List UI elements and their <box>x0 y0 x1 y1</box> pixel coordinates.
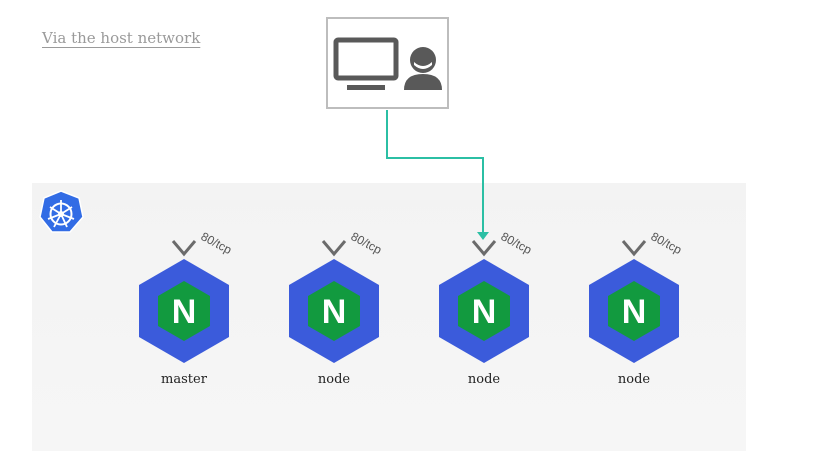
nginx-icon <box>308 281 360 341</box>
port-connector-icon <box>621 240 647 257</box>
port-label: 80/tcp <box>499 229 535 257</box>
port-label: 80/tcp <box>649 229 685 257</box>
nginx-letter-icon: N <box>172 293 197 331</box>
nginx-icon <box>458 281 510 341</box>
node-label: node <box>617 372 651 387</box>
node-2: N 80/tcp <box>289 229 384 363</box>
kubernetes-wheel-icon <box>39 190 84 233</box>
node-4: N 80/tcp <box>589 229 684 363</box>
user-icon <box>404 47 442 90</box>
node-label: master <box>161 372 207 387</box>
port-connector-icon <box>171 240 197 257</box>
nginx-letter-icon: N <box>322 293 347 331</box>
node-1: N 80/tcp <box>139 229 234 363</box>
port-connector-icon <box>471 240 497 257</box>
node-3: N 80/tcp <box>439 229 534 363</box>
diagram-title: Via the host network <box>42 29 201 47</box>
node-label: node <box>317 372 351 387</box>
monitor-icon <box>333 37 399 90</box>
port-label: 80/tcp <box>199 229 235 257</box>
connection-arrow <box>386 110 489 240</box>
node-label: node <box>467 372 501 387</box>
port-connector-icon <box>321 240 347 257</box>
port-label: 80/tcp <box>349 229 385 257</box>
nginx-letter-icon: N <box>622 293 647 331</box>
nginx-letter-icon: N <box>472 293 497 331</box>
nginx-icon <box>158 281 210 341</box>
nginx-icon <box>608 281 660 341</box>
